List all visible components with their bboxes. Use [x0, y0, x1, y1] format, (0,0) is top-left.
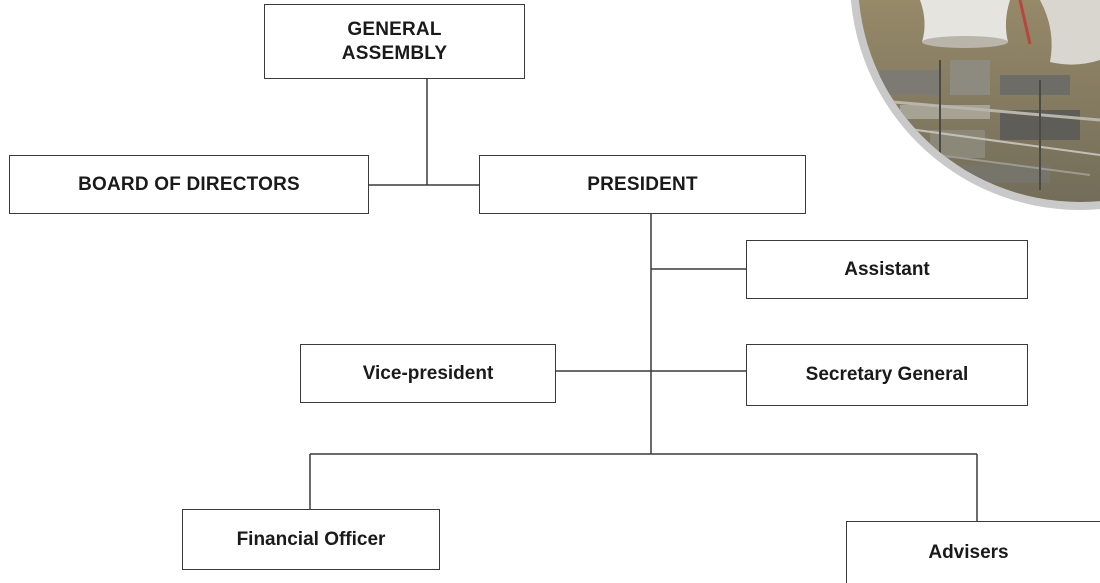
- financial-officer-box: Financial Officer: [182, 509, 440, 570]
- board-of-directors-box: BOARD OF DIRECTORS: [9, 155, 369, 214]
- advisers-label: Advisers: [928, 541, 1009, 563]
- general-assembly-box: GENERAL ASSEMBLY: [264, 4, 525, 79]
- secretary-general-box: Secretary General: [746, 344, 1028, 406]
- general-assembly-label: GENERAL ASSEMBLY: [341, 18, 448, 64]
- advisers-box: Advisers: [846, 521, 1100, 583]
- assistant-label: Assistant: [844, 258, 930, 280]
- financial-officer-label: Financial Officer: [236, 528, 386, 550]
- assistant-box: Assistant: [746, 240, 1028, 299]
- vice-president-box: Vice-president: [300, 344, 556, 403]
- president-box: PRESIDENT: [479, 155, 806, 214]
- vice-president-label: Vice-president: [362, 362, 494, 384]
- board-of-directors-label: BOARD OF DIRECTORS: [78, 173, 300, 195]
- president-label: PRESIDENT: [587, 173, 698, 195]
- secretary-general-label: Secretary General: [805, 364, 969, 385]
